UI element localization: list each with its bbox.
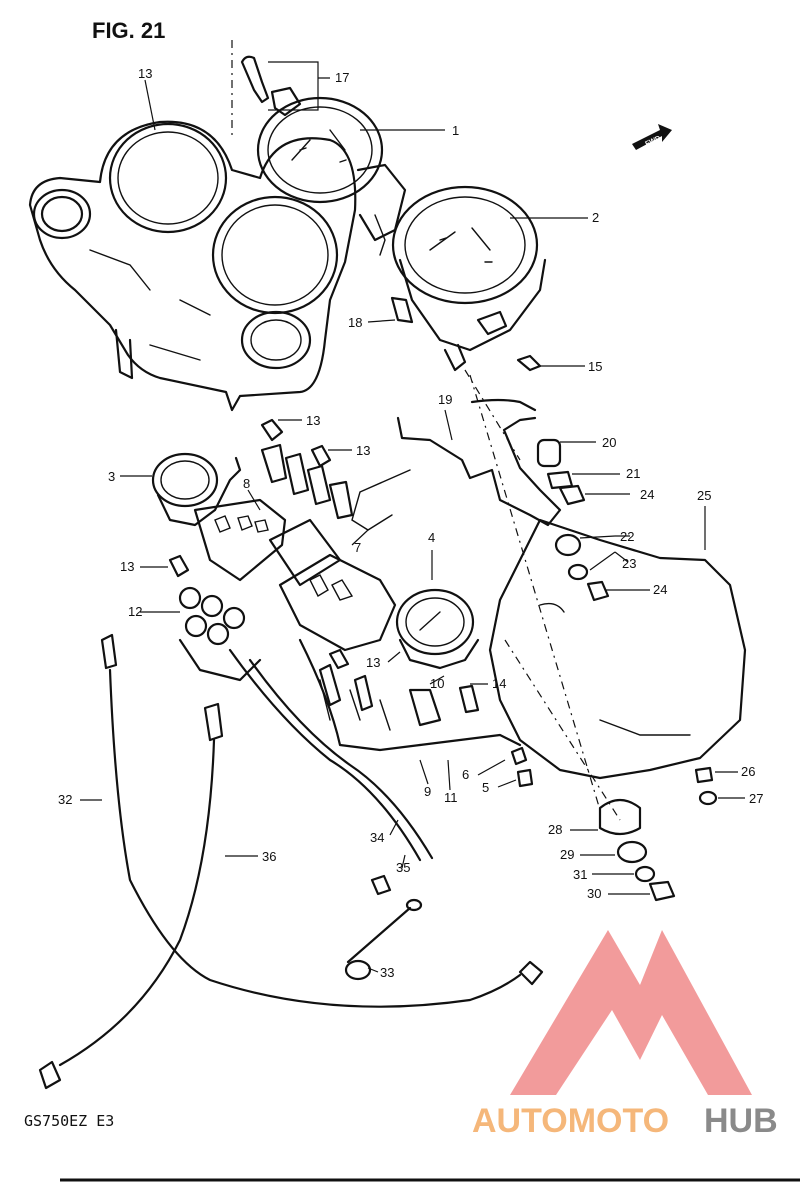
part-label: 35 bbox=[396, 860, 410, 875]
part-label: 29 bbox=[560, 847, 574, 862]
assembly-lines bbox=[231, 40, 621, 821]
lamp-sockets bbox=[168, 418, 354, 670]
screw-18 bbox=[390, 296, 414, 324]
part-label: 10 bbox=[430, 676, 444, 691]
indicator-panel bbox=[193, 498, 397, 652]
part-label: 20 bbox=[602, 435, 616, 450]
meter-lamp bbox=[240, 55, 302, 117]
part-label: 13 bbox=[120, 559, 134, 574]
part-label: 30 bbox=[587, 886, 601, 901]
part-label: 7 bbox=[354, 540, 361, 555]
tachometer bbox=[391, 185, 547, 372]
part-label: 32 bbox=[58, 792, 72, 807]
watermark-logo-icon bbox=[510, 930, 752, 1095]
part-label: 24 bbox=[653, 582, 667, 597]
screw-6 bbox=[510, 746, 528, 766]
part-label: 31 bbox=[573, 867, 587, 882]
part-label: 13 bbox=[366, 655, 380, 670]
part-number-labels: 13 17 1 2 18 15 19 13 13 3 8 20 21 24 25… bbox=[58, 66, 763, 980]
part-label: 6 bbox=[462, 767, 469, 782]
part-label: 11 bbox=[444, 790, 458, 805]
screw-5 bbox=[516, 768, 534, 788]
washer-31 bbox=[634, 865, 656, 883]
part-label: 15 bbox=[588, 359, 602, 374]
nut-30 bbox=[648, 880, 676, 902]
figure-title: FIG. 21 bbox=[92, 18, 165, 43]
mount-hardware bbox=[536, 438, 610, 602]
part-label: 19 bbox=[438, 392, 452, 407]
grommet-28 bbox=[598, 798, 642, 836]
watermark: AUTOMOTO HUB bbox=[472, 930, 778, 1140]
part-label: 28 bbox=[548, 822, 562, 837]
part-label: 2 bbox=[592, 210, 599, 225]
model-code: GS750EZ E3 bbox=[24, 1112, 114, 1130]
part-label: 24 bbox=[640, 487, 654, 502]
bulb-cluster bbox=[178, 586, 262, 682]
lower-cover bbox=[488, 518, 747, 780]
leader-lines bbox=[80, 61, 745, 973]
washer-29 bbox=[616, 840, 648, 864]
part-label: 3 bbox=[108, 469, 115, 484]
part-label: 34 bbox=[370, 830, 384, 845]
part-label: 25 bbox=[697, 488, 711, 503]
part-label: 27 bbox=[749, 791, 763, 806]
part-label: 18 bbox=[348, 315, 362, 330]
part-label: 36 bbox=[262, 849, 276, 864]
meter-bracket bbox=[351, 398, 562, 531]
watermark-text-a: AUTOMOTO bbox=[472, 1102, 669, 1140]
gauge-4 bbox=[395, 588, 480, 670]
screw-26 bbox=[694, 766, 714, 784]
part-label: 22 bbox=[620, 529, 634, 544]
watermark-text-b: HUB bbox=[704, 1102, 778, 1140]
part-label: 21 bbox=[626, 466, 640, 481]
part-label: 23 bbox=[622, 556, 636, 571]
part-label: 1 bbox=[452, 123, 459, 138]
part-label: 12 bbox=[128, 604, 142, 619]
gauge-3 bbox=[151, 452, 242, 527]
wiring-harness bbox=[228, 638, 522, 862]
part-label: 26 bbox=[741, 764, 755, 779]
washer-27 bbox=[698, 790, 718, 806]
part-label: 8 bbox=[243, 476, 250, 491]
part-label: 14 bbox=[492, 676, 506, 691]
part-label: 9 bbox=[424, 784, 431, 799]
part-label: 33 bbox=[380, 965, 394, 980]
part-label: 17 bbox=[335, 70, 349, 85]
instrument-housing bbox=[28, 120, 357, 412]
speedometer bbox=[256, 96, 407, 256]
part-label: 13 bbox=[306, 413, 320, 428]
ground-lead bbox=[344, 874, 423, 981]
part-label: 5 bbox=[482, 780, 489, 795]
screw-15 bbox=[516, 354, 542, 372]
meter-cables bbox=[38, 633, 544, 1090]
fwd-arrow-icon: FWD bbox=[632, 124, 672, 150]
part-label: 13 bbox=[138, 66, 152, 81]
part-label: 4 bbox=[428, 530, 435, 545]
part-label: 13 bbox=[356, 443, 370, 458]
